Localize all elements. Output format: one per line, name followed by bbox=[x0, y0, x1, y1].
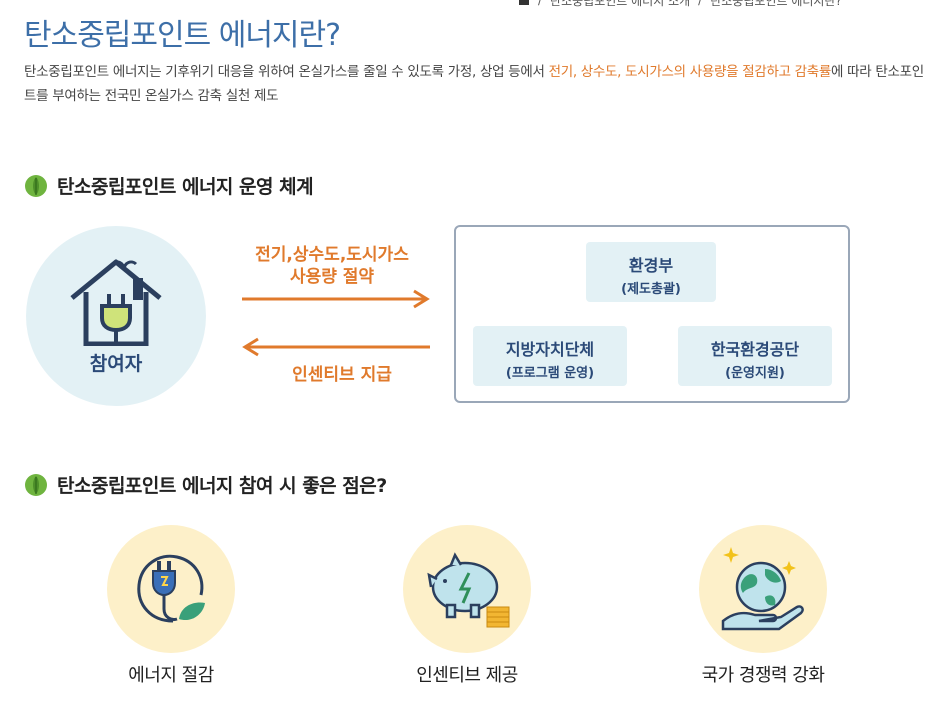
arrow-left-icon bbox=[242, 337, 430, 357]
breadcrumb-separator: / bbox=[538, 0, 543, 7]
benefit-energy-circle bbox=[107, 525, 235, 653]
org-keco-role: (운영지원) bbox=[725, 366, 785, 381]
org-ministry-card: 환경부 (제도총괄) bbox=[586, 242, 716, 302]
flow-saving-line1: 전기,상수도,도시가스 bbox=[255, 245, 409, 265]
plug-leaf-icon bbox=[137, 554, 205, 623]
org-local-gov-name: 지방자치단체 bbox=[505, 340, 595, 359]
breadcrumb: / 탄소중립포인트 에너지 소개 / 탄소중립포인트 에너지란? bbox=[518, 0, 937, 8]
breadcrumb-item-intro[interactable]: 탄소중립포인트 에너지 소개 bbox=[550, 0, 691, 8]
org-keco-name: 한국환경공단 bbox=[710, 340, 800, 359]
organization-box: 환경부 (제도총괄) 지방자치단체 (프로그램 운영) 한국환경공단 (운영지원… bbox=[454, 225, 850, 403]
benefit-incentive-label: 인센티브 제공 bbox=[416, 665, 518, 686]
benefit-energy-label: 에너지 절감 bbox=[128, 665, 214, 686]
intro-text-end: 에 따라 탄소포인트를 부여하는 전국민 온실가스 감축 실천 제도 bbox=[24, 64, 924, 104]
home-icon[interactable] bbox=[518, 0, 530, 6]
section-title-operation: 탄소중립포인트 에너지 운영 체계 bbox=[24, 172, 314, 199]
arrow-right-icon bbox=[242, 289, 430, 309]
leaf-icon bbox=[25, 174, 47, 197]
section-title-text: 탄소중립포인트 에너지 운영 체계 bbox=[57, 176, 314, 198]
participant-label: 참여자 bbox=[89, 353, 143, 375]
flow-saving-line2: 사용량 절약 bbox=[289, 267, 375, 287]
intro-text: 탄소중립포인트 에너지는 기후위기 대응을 위하여 온실가스를 줄일 수 있도록… bbox=[24, 60, 924, 108]
benefit-competitiveness-label: 국가 경쟁력 강화 bbox=[701, 665, 825, 686]
participant-circle: 참여자 bbox=[26, 226, 206, 406]
flow-incentive-text: 인센티브 지급 bbox=[292, 365, 392, 385]
benefit-competitiveness-circle bbox=[699, 525, 827, 653]
breadcrumb-item-current[interactable]: 탄소중립포인트 에너지란? bbox=[710, 0, 842, 8]
section-title-text: 탄소중립포인트 에너지 참여 시 좋은 점은? bbox=[57, 475, 387, 497]
benefit-incentive-circle bbox=[403, 525, 531, 653]
intro-highlight: 전기, 상수도, 도시가스의 사용량을 절감하고 감축률 bbox=[548, 64, 832, 80]
org-keco-card: 한국환경공단 (운영지원) bbox=[678, 326, 832, 386]
piggy-bank-icon bbox=[427, 552, 510, 628]
org-local-gov-role: (프로그램 운영) bbox=[505, 366, 595, 381]
flow-saving-text: 전기,상수도,도시가스 사용량 절약 bbox=[232, 244, 432, 288]
page-title: 탄소중립포인트 에너지란? bbox=[24, 18, 341, 53]
leaf-icon bbox=[25, 473, 47, 496]
section-title-benefits: 탄소중립포인트 에너지 참여 시 좋은 점은? bbox=[24, 471, 387, 498]
breadcrumb-separator: / bbox=[698, 0, 703, 7]
org-local-gov-card: 지방자치단체 (프로그램 운영) bbox=[473, 326, 627, 386]
org-ministry-role: (제도총괄) bbox=[621, 282, 681, 297]
org-ministry-name: 환경부 bbox=[628, 256, 674, 275]
intro-text-start: 탄소중립포인트 에너지는 기후위기 대응을 위하여 온실가스를 줄일 수 있도록… bbox=[24, 64, 549, 80]
globe-hand-icon bbox=[721, 547, 804, 631]
house-plug-icon bbox=[70, 259, 162, 346]
